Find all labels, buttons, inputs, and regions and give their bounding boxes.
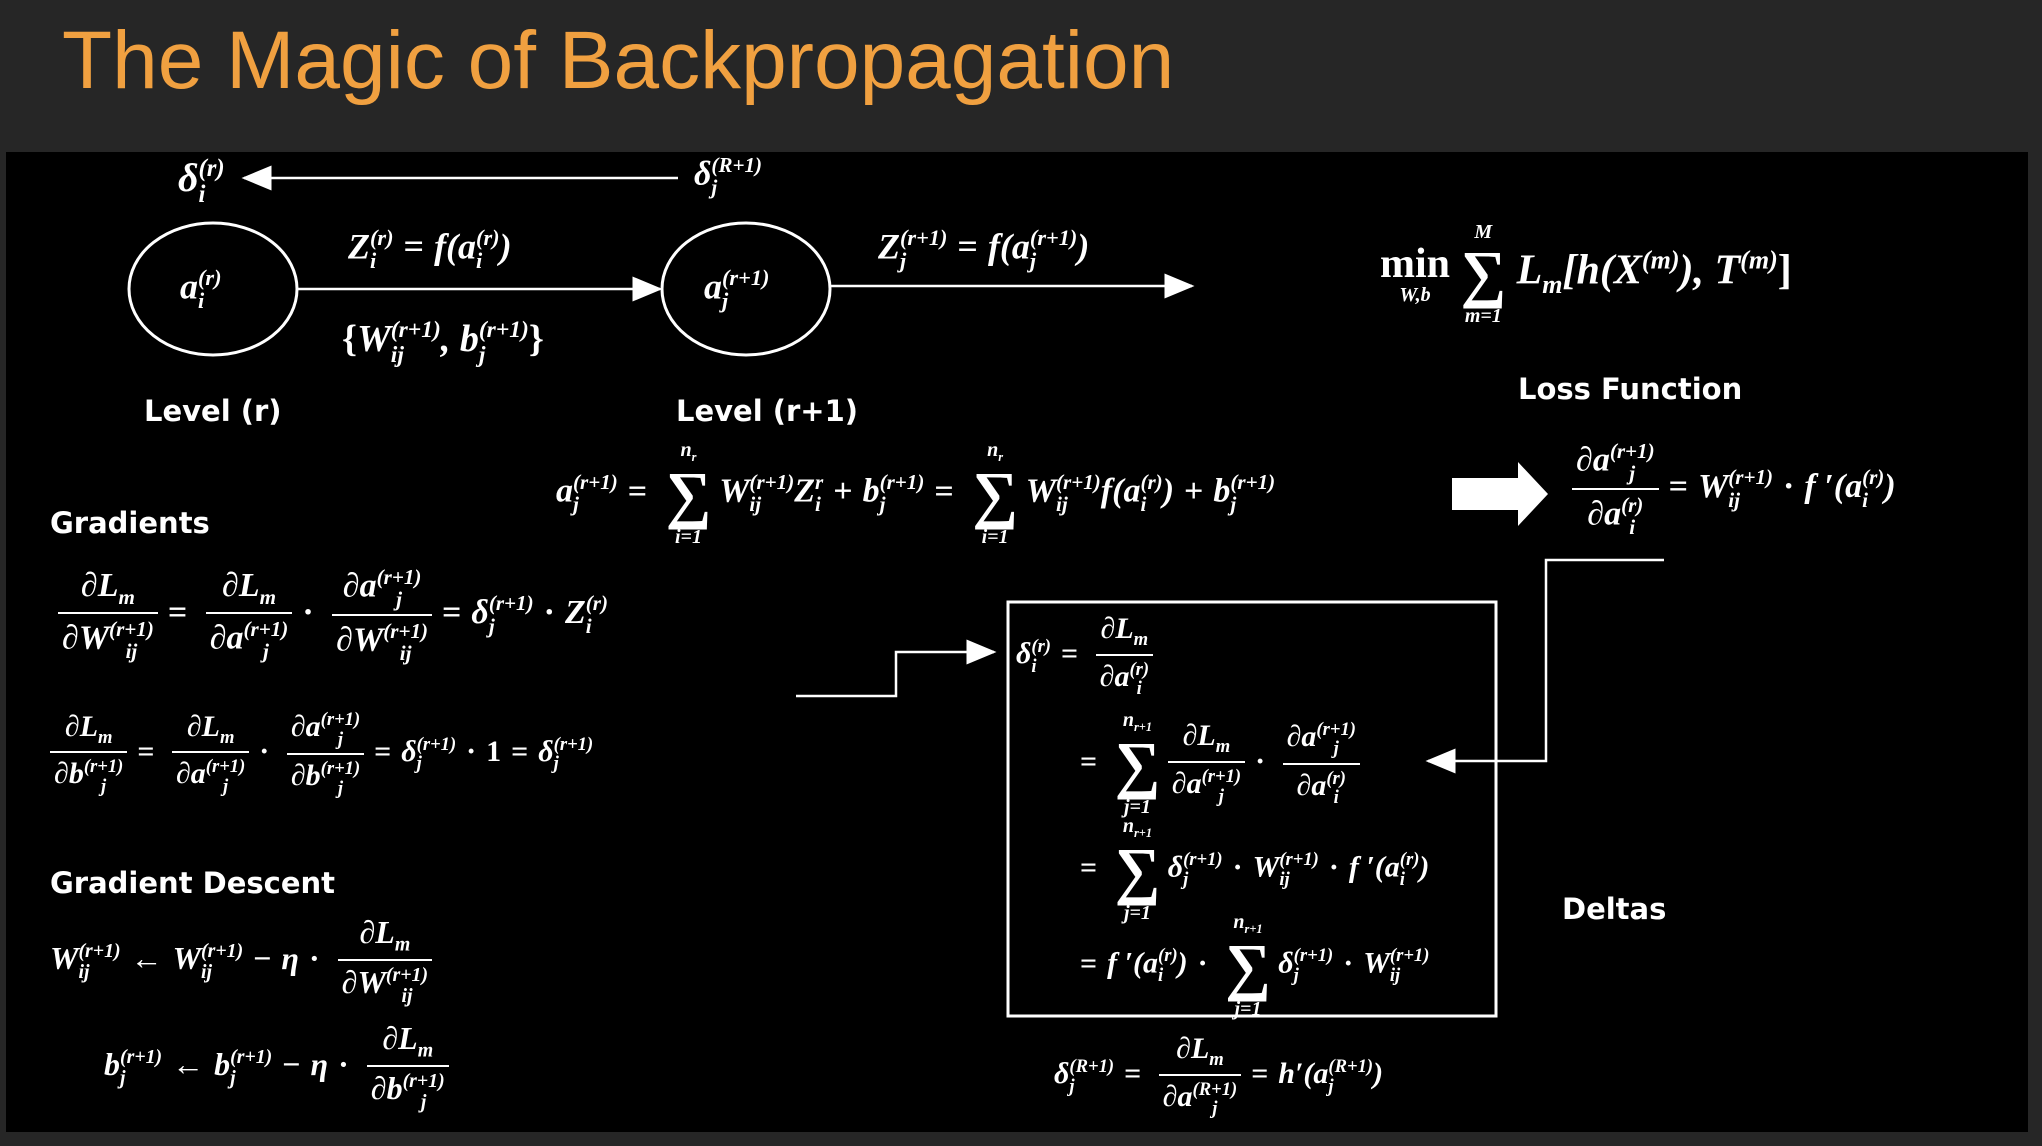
gradient-weight-eq: ∂Lm∂W(r+1)ij= ∂Lm∂a(r+1)j· ∂a(r+1)j∂W(r+… (58, 566, 608, 665)
delta-i-r-label: δ(r)i (178, 154, 225, 209)
node-a-j-r1-text: a(r+1)j (704, 265, 770, 314)
delta-chain-rule-eq: = nr+1∑j=1 ∂Lm∂a(r+1)j· ∂a(r+1)j∂a(r)i (1070, 710, 1360, 817)
implies-arrow (1452, 462, 1548, 526)
loss-function-label: Loss Function (1518, 372, 1743, 406)
activation-eq-r: Z(r)i=f(a(r)i) (348, 225, 512, 274)
slide-title: The Magic of Backpropagation (62, 15, 1175, 106)
delta-expanded-eq: = nr+1∑j=1 δ(r+1)j·W(r+1)ij·f ′(a(r)i) (1080, 815, 1430, 925)
weights-bias-set: {W(r+1)ij, b(r+1)j} (342, 317, 544, 368)
activation-eq-r1: Z(r+1)j=f(a(r+1)j) (878, 225, 1090, 274)
delta-factored-eq: =f ′(a(r)i)· nr+1∑j=1 δ(r+1)j·W(r+1)ij (1080, 911, 1430, 1021)
step-connector (796, 639, 997, 698)
bias-update-eq: b(r+1)j←b(r+1)j−η· ∂Lm∂b(r+1)j (104, 1022, 449, 1113)
gradient-descent-label: Gradient Descent (50, 866, 336, 900)
derivative-connector (1425, 558, 1664, 774)
delta-j-R1-label: δ(R+1)j (694, 153, 763, 200)
node-a-i-r-text: a(r)i (180, 265, 222, 314)
level-r-label: Level (r) (144, 394, 282, 428)
gradient-bias-eq: ∂Lm∂b(r+1)j= ∂Lm∂a(r+1)j· ∂a(r+1)j∂b(r+1… (50, 710, 593, 798)
diagram-panel (6, 152, 2028, 1132)
deltas-label: Deltas (1562, 892, 1667, 926)
activation-derivative-eq: ∂a(r+1)j∂a(r)i=W(r+1)ij·f ′(a(r)i) (1572, 440, 1896, 539)
output-delta-eq: δ(R+1)j= ∂Lm∂a(R+1)j=h′(a(R+1)j) (1054, 1032, 1384, 1120)
delta-definition-eq: δ(r)i= ∂Lm∂a(r)i (1016, 614, 1154, 699)
weight-update-eq: W(r+1)ij←W(r+1)ij−η· ∂Lm∂W(r+1)ij (50, 916, 433, 1007)
gradients-label: Gradients (50, 506, 210, 540)
level-r1-label: Level (r+1) (676, 394, 859, 428)
deltas-box (1006, 600, 1498, 1018)
